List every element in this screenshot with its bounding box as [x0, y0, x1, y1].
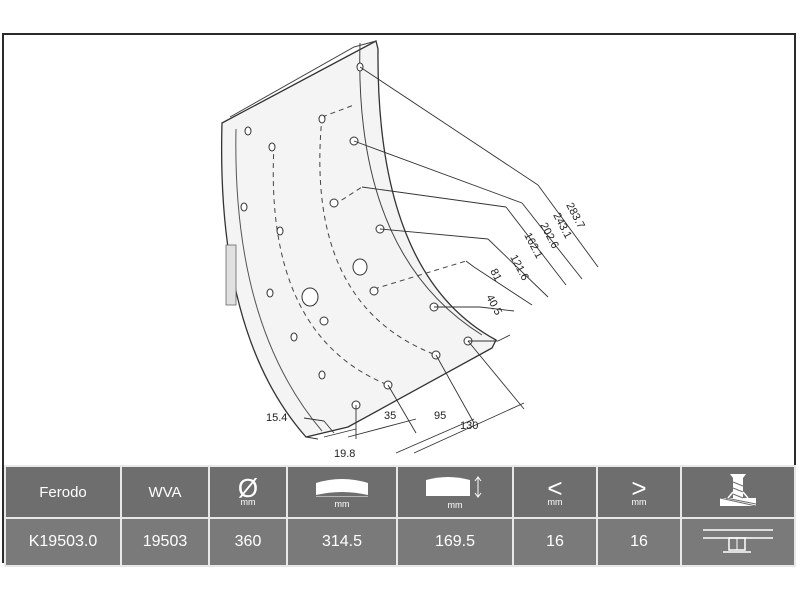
header-rivet	[680, 465, 796, 519]
rivet-hole	[318, 370, 326, 380]
drawing-frame: 283.7 243.1 202.6 162.1 121.6 81 40.5 15…	[2, 33, 796, 567]
lining-face-edge	[359, 42, 483, 336]
dim-radial-40-5: 40.5	[483, 293, 504, 318]
value-min: 16	[512, 517, 598, 567]
rivet-icon	[719, 474, 757, 507]
unit-label: mm	[334, 499, 350, 509]
dim-35: 35	[384, 410, 396, 422]
dim-15-4: 15.4	[266, 412, 287, 424]
rivet-section-icon	[703, 528, 773, 553]
less-than-icon: <	[547, 473, 563, 503]
bottom-dimension-lines	[303, 340, 525, 454]
rivet-curve-link-2	[333, 186, 363, 206]
rivet-hole	[369, 286, 379, 296]
rivet-hole	[240, 202, 248, 212]
unit-label: mm	[547, 497, 563, 507]
unit-label: mm	[240, 497, 256, 507]
rivet-curve-link-3	[373, 260, 467, 290]
greater-than-icon: >	[631, 473, 647, 503]
table-value-row: K19503.0 19503 360 314.5 169.5 16 16	[4, 517, 796, 567]
lining-inner-edge	[235, 128, 323, 432]
rivet-hole	[268, 142, 276, 152]
value-thickness: 169.5	[396, 517, 514, 567]
rivet-hole	[276, 226, 284, 236]
rivet-curve-inner	[272, 144, 389, 386]
value-rivet-section	[680, 517, 796, 567]
unit-label: mm	[447, 500, 463, 510]
table-header-row: Ferodo WVA Ø mm mm mm	[4, 465, 796, 519]
rivet-hole	[329, 198, 339, 208]
lining-thickness-icon	[426, 476, 482, 498]
value-wva: 19503	[120, 517, 210, 567]
unit-label: mm	[631, 497, 647, 507]
lining-top-edge	[229, 40, 377, 118]
diameter-icon: Ø	[237, 473, 259, 503]
dim-19-8: 19.8	[334, 448, 355, 460]
spec-table: Ferodo WVA Ø mm mm mm	[4, 465, 796, 567]
header-thickness: mm	[396, 465, 514, 519]
rivet-hole	[244, 126, 252, 136]
value-max: 16	[596, 517, 682, 567]
lining-notch	[225, 244, 237, 306]
dim-radial-121-6: 121.6	[507, 253, 531, 283]
radial-leaders	[353, 66, 599, 342]
dim-130: 130	[460, 420, 478, 432]
header-max: > mm	[596, 465, 682, 519]
rivet-hole	[290, 332, 298, 342]
rivet-curve-link-1	[321, 104, 355, 118]
header-min: < mm	[512, 465, 598, 519]
value-width: 314.5	[286, 517, 398, 567]
rivet-hole	[352, 258, 368, 276]
header-wva: WVA	[120, 465, 210, 519]
brake-lining-shape	[220, 40, 497, 438]
header-arc-width: mm	[286, 465, 398, 519]
value-diameter: 360	[208, 517, 288, 567]
dim-radial-162-1: 162.1	[521, 231, 545, 261]
dim-95: 95	[434, 410, 446, 422]
rivet-hole	[266, 288, 274, 298]
arc-width-icon	[316, 479, 368, 498]
header-diameter: Ø mm	[208, 465, 288, 519]
brake-lining-drawing: 283.7 243.1 202.6 162.1 121.6 81 40.5 15…	[220, 40, 599, 460]
rivet-curve-outer	[319, 116, 437, 356]
rivet-hole	[318, 114, 326, 124]
rivet-hole	[301, 287, 319, 307]
value-ref: K19503.0	[4, 517, 122, 567]
rivet-hole	[319, 316, 329, 326]
dim-radial-81: 81	[487, 267, 503, 283]
header-brand: Ferodo	[4, 465, 122, 519]
